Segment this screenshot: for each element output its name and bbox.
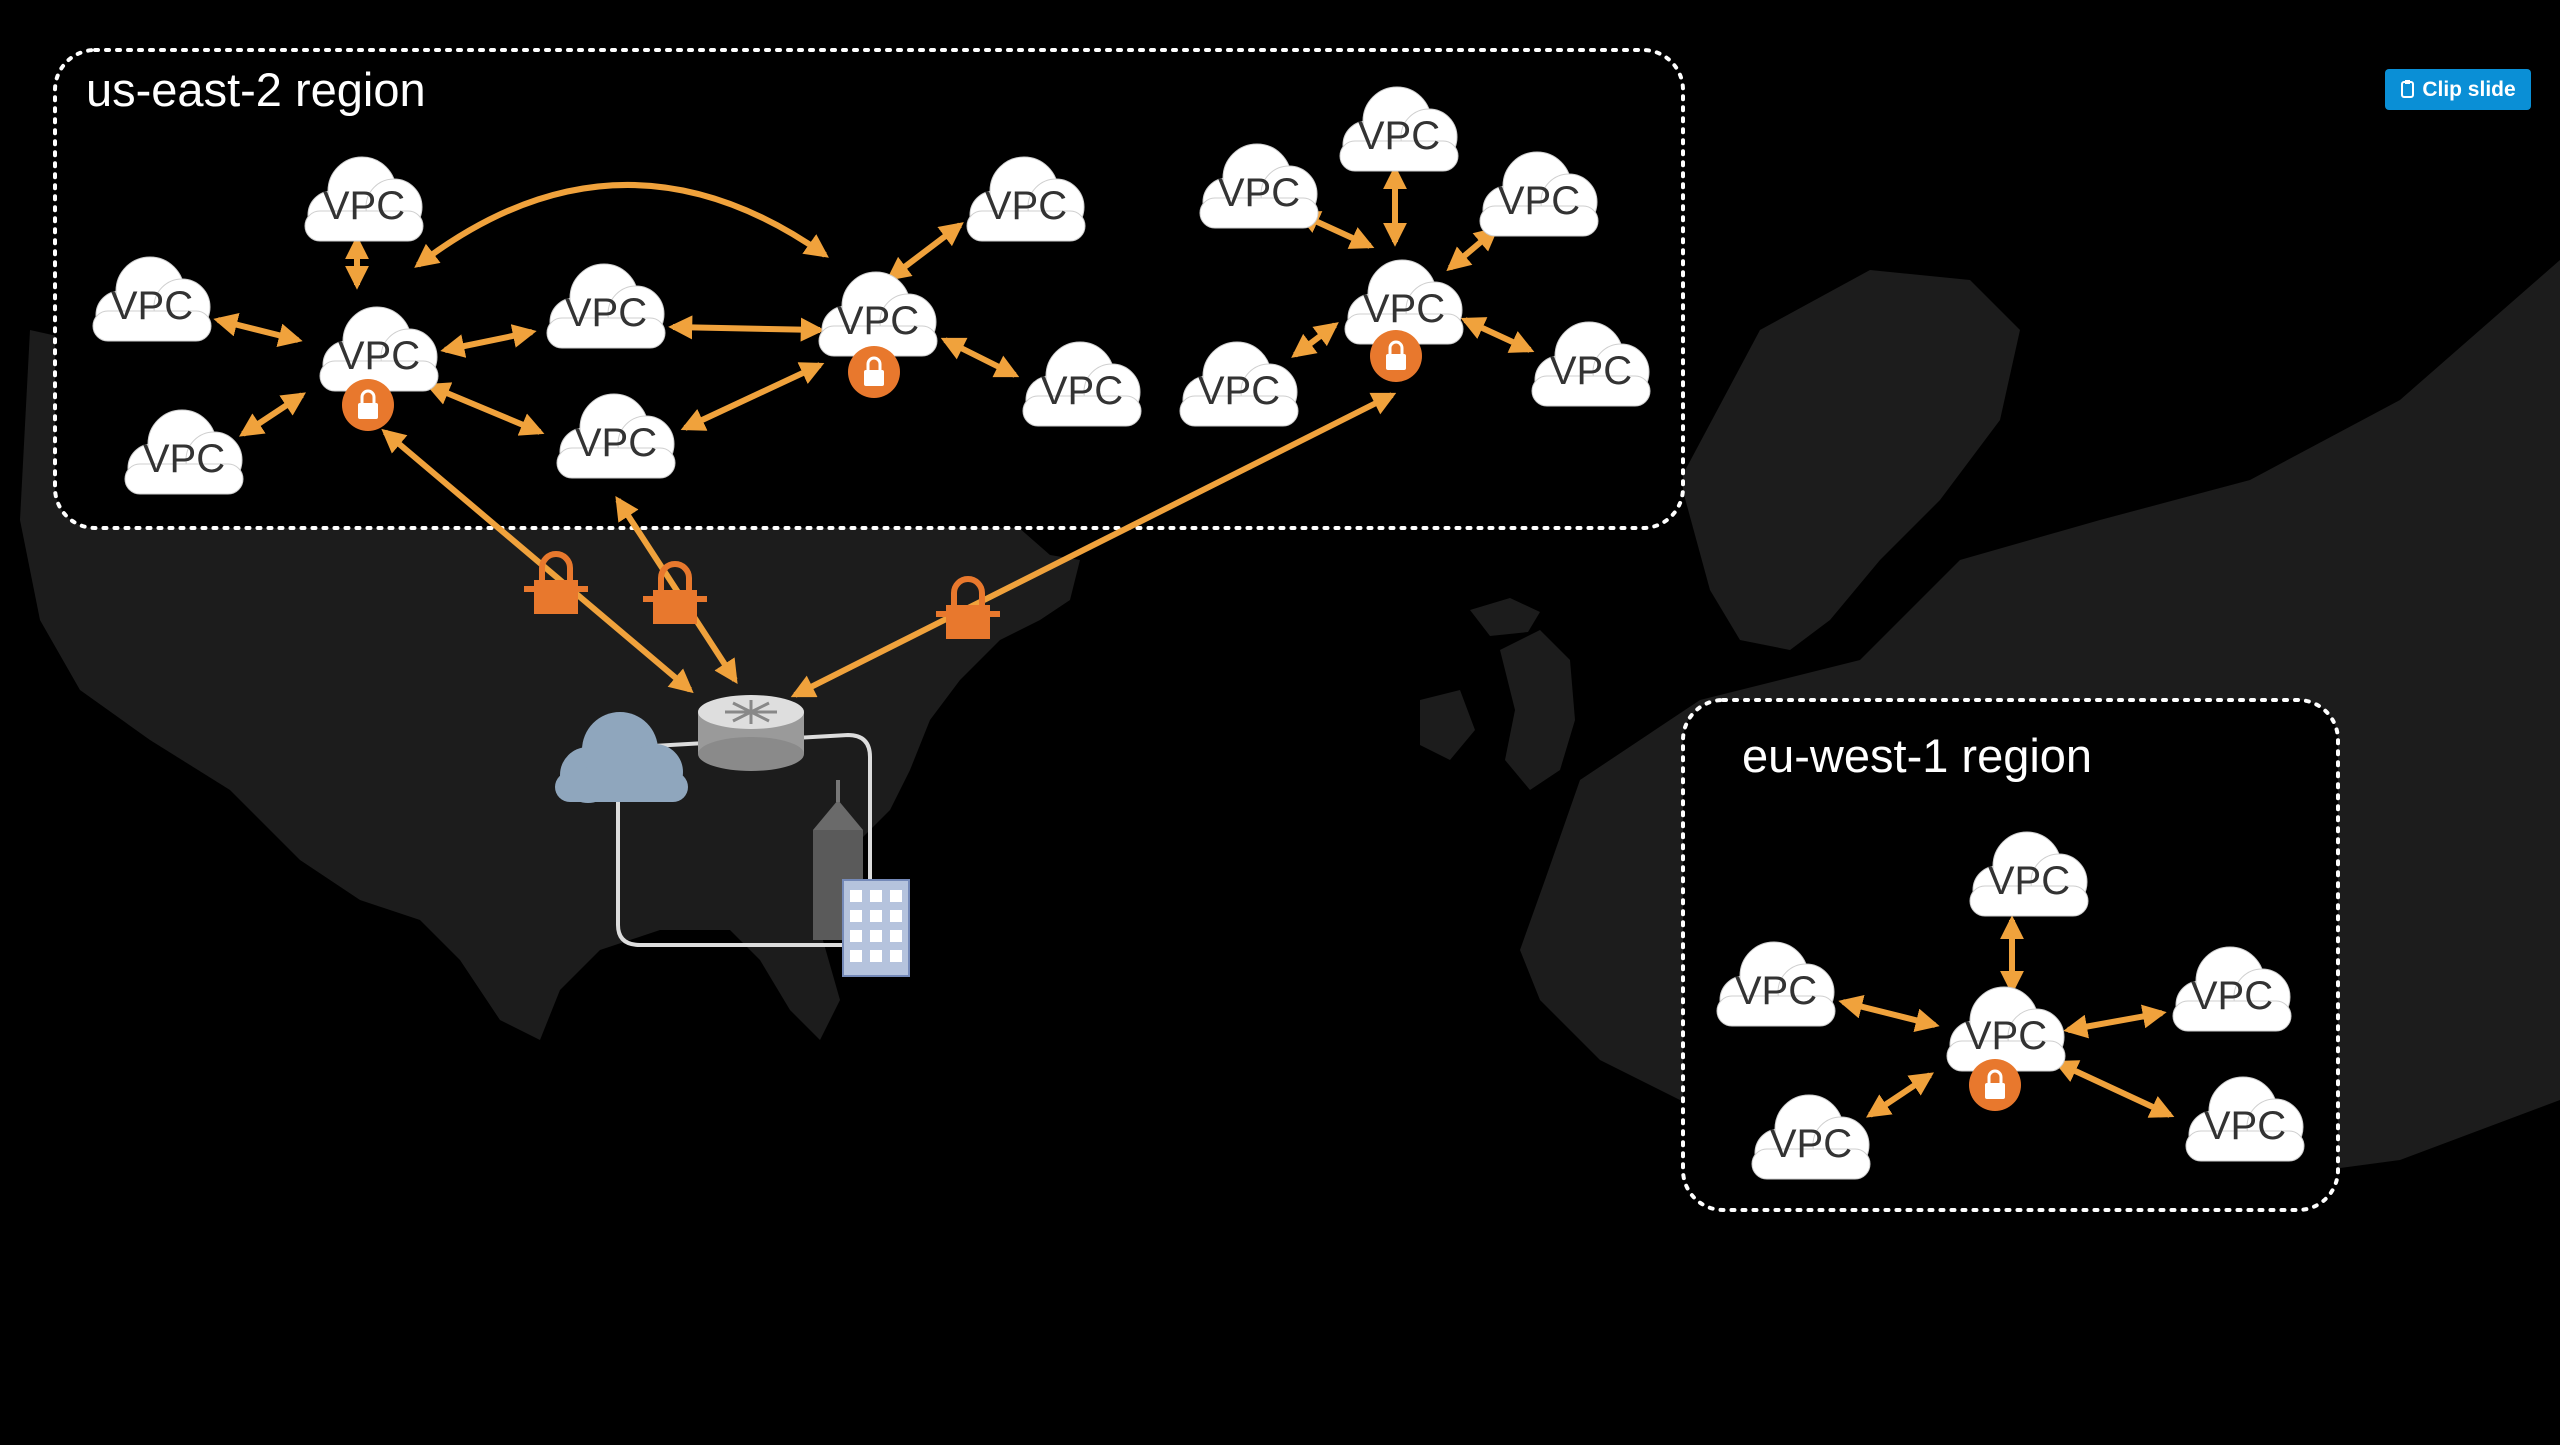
- vpc-cloud-icon: VPC: [966, 156, 1086, 242]
- vpc-label: VPC: [2204, 1104, 2286, 1148]
- vpc-cloud-icon: VPC: [1969, 831, 2089, 917]
- vpc-label: VPC: [1358, 114, 1440, 158]
- vpc-cloud-icon: VPC: [1179, 341, 1299, 427]
- connection-arrow: [2053, 1060, 2175, 1118]
- lock-icon: [1370, 330, 1422, 382]
- ireland-landmass: [1420, 690, 1475, 760]
- vpc-cloud-icon: VPC: [319, 306, 439, 392]
- connection-arrow: [414, 182, 829, 268]
- vpc-label: VPC: [1965, 1014, 2047, 1058]
- corporate-cloud-icon: [555, 712, 688, 803]
- on-premises-network: [555, 695, 910, 977]
- vpc-cloud-icon: VPC: [124, 409, 244, 495]
- iceland-landmass: [1470, 598, 1540, 636]
- vpc-label: VPC: [1218, 171, 1300, 215]
- connection-arrow: [1838, 995, 1940, 1032]
- vpc-label: VPC: [1550, 349, 1632, 393]
- connection-arrow: [1460, 317, 1535, 353]
- connection-arrow: [213, 313, 303, 347]
- vpc-label: VPC: [565, 291, 647, 335]
- vpc-cloud-icon: VPC: [1946, 986, 2066, 1072]
- vpc-cloud-icon: VPC: [1716, 941, 1836, 1027]
- connection-arrow: [886, 222, 964, 281]
- vpc-label: VPC: [1363, 287, 1445, 331]
- lock-icon: [1969, 1059, 2021, 1111]
- lock-icon: [342, 379, 394, 431]
- vpc-label: VPC: [1498, 179, 1580, 223]
- connection-arrow: [680, 362, 825, 431]
- vpn-lock-icon: [524, 551, 588, 614]
- vpc-cloud-icon: VPC: [2172, 946, 2292, 1032]
- vpc-label: VPC: [1770, 1122, 1852, 1166]
- vpc-cloud-icon: VPC: [92, 256, 212, 342]
- vpc-cloud-icon: VPC: [1479, 151, 1599, 237]
- vpc-label: VPC: [2191, 974, 2273, 1018]
- vpc-label: VPC: [985, 184, 1067, 228]
- connection-arrow: [790, 392, 1397, 698]
- vpc-cloud-layer: VPC VPC VPC VPC VPC VPC VPC VPC VPC VPC VPC VPC VPC V…: [92, 86, 2305, 1180]
- vpn-lock-icon: [936, 576, 1000, 639]
- vpc-cloud-icon: VPC: [546, 263, 666, 349]
- vpc-label: VPC: [338, 334, 420, 378]
- vpc-label: VPC: [837, 299, 919, 343]
- connection-arrow: [1866, 1072, 1934, 1118]
- router-icon: [698, 695, 804, 771]
- arrow-layer: [213, 165, 2175, 1118]
- vpc-label: VPC: [323, 184, 405, 228]
- vpc-cloud-icon: VPC: [1751, 1094, 1871, 1180]
- vpc-cloud-icon: VPC: [1022, 341, 1142, 427]
- vpc-cloud-icon: VPC: [304, 156, 424, 242]
- connection-arrow: [1446, 226, 1499, 272]
- connection-arrow: [440, 324, 537, 358]
- clip-slide-label: Clip slide: [2422, 77, 2516, 101]
- vpc-label: VPC: [1988, 859, 2070, 903]
- region-label-eu-west-1: eu-west-1 region: [1742, 729, 2093, 782]
- vpc-cloud-icon: VPC: [818, 271, 938, 357]
- region-label-us-east-2: us-east-2 region: [86, 63, 426, 116]
- vpc-cloud-icon: VPC: [2185, 1076, 2305, 1162]
- clip-slide-button[interactable]: Clip slide: [2385, 69, 2531, 110]
- vpc-cloud-icon: VPC: [1339, 86, 1459, 172]
- connection-arrow: [668, 315, 825, 342]
- vpc-label: VPC: [1735, 969, 1817, 1013]
- connection-arrow: [425, 382, 545, 436]
- connection-arrow: [1291, 322, 1339, 358]
- office-building-icon: [842, 879, 910, 977]
- scandinavia-landmass: [1680, 270, 2020, 650]
- vpc-label: VPC: [111, 284, 193, 328]
- uk-landmass: [1500, 630, 1575, 790]
- connection-arrow: [940, 337, 1020, 378]
- vpc-cloud-icon: VPC: [1344, 259, 1464, 345]
- vpc-label: VPC: [143, 437, 225, 481]
- connection-arrow: [2063, 1004, 2167, 1039]
- lock-layer: [342, 330, 2021, 1111]
- vpn-lock-icon: [643, 561, 707, 624]
- connection-arrow: [238, 392, 307, 437]
- vpc-label: VPC: [1198, 369, 1280, 413]
- vpc-cloud-icon: VPC: [556, 393, 676, 479]
- vpc-label: VPC: [1041, 369, 1123, 413]
- vpc-label: VPC: [575, 421, 657, 465]
- lock-icon: [848, 346, 900, 398]
- vpc-cloud-icon: VPC: [1531, 321, 1651, 407]
- clip-icon: [2400, 79, 2416, 100]
- vpc-cloud-icon: VPC: [1199, 143, 1319, 229]
